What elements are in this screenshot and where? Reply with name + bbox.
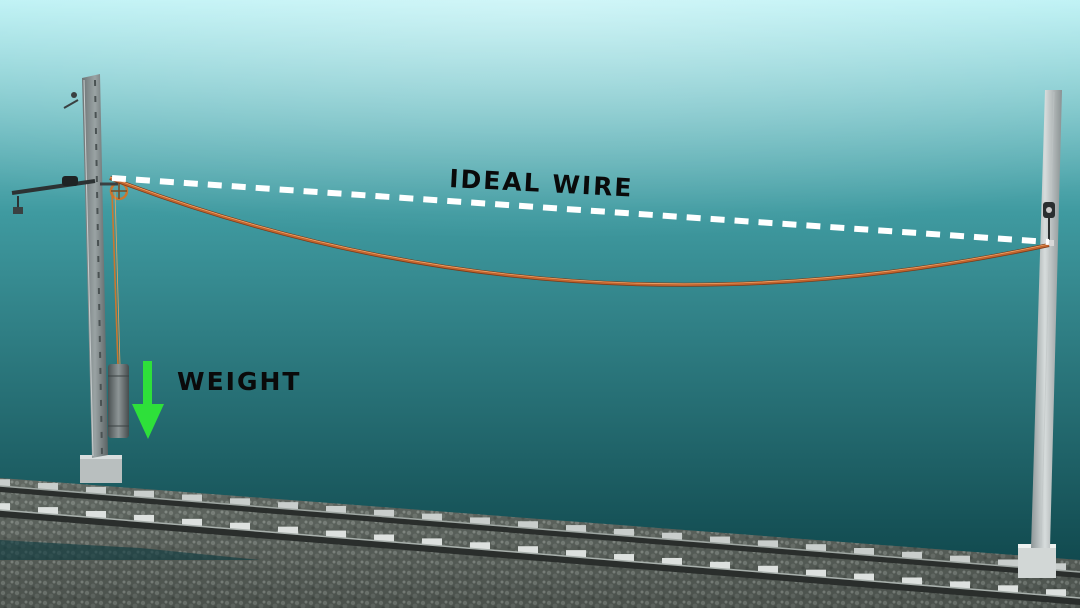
rail-back-highlight [0, 485, 1080, 573]
right-mast [1018, 90, 1062, 578]
sleeper-clip [0, 503, 10, 511]
rail-front [0, 510, 1080, 605]
sleeper-clip [518, 521, 538, 529]
sleeper-clip [662, 557, 682, 565]
sleeper-clip [518, 546, 538, 554]
rail-front-highlight [0, 509, 1080, 599]
sleeper-clip [710, 561, 730, 569]
sleeper-clip [614, 554, 634, 562]
sleeper-clip [950, 581, 970, 589]
sleeper-clip [758, 540, 778, 548]
sleeper-clip [566, 550, 586, 558]
sleeper-clip [950, 555, 970, 563]
sleeper-clip [806, 544, 826, 552]
sleeper-clip [86, 486, 106, 494]
sky-glow [0, 0, 1080, 300]
sleeper-clip [0, 479, 10, 487]
actual-wire [109, 176, 1050, 287]
sleeper-clip [134, 490, 154, 498]
sleeper-clip [374, 509, 394, 517]
sleeper-clip [662, 532, 682, 540]
left-mast [11, 74, 129, 483]
sleeper-clip [38, 483, 58, 491]
weight-rope [111, 191, 119, 366]
left-mast-shaft [82, 74, 108, 458]
sleeper-clip [902, 577, 922, 585]
sleeper-clip [710, 536, 730, 544]
rail-back [0, 486, 1080, 578]
sleeper-clip [278, 526, 298, 534]
ideal-wire-line [111, 175, 1050, 245]
tension-weight [108, 364, 129, 438]
sleeper-clip [326, 530, 346, 538]
sleeper-clip [854, 573, 874, 581]
cantilever-arm [11, 179, 96, 195]
sleeper-clip [182, 518, 202, 526]
sleeper-clip [230, 498, 250, 506]
sleeper-clip [806, 569, 826, 577]
sleeper-clip [278, 502, 298, 510]
sleeper-clip [998, 585, 1018, 593]
sleeper-clip [614, 528, 634, 536]
down-arrow-icon [132, 361, 164, 439]
sleeper-clip [566, 525, 586, 533]
sleeper-clip [374, 534, 394, 542]
ground-shadow [0, 540, 260, 560]
sleeper-clip [38, 507, 58, 515]
sleeper-clip [326, 505, 346, 513]
sleeper-clip [86, 511, 106, 519]
left-mast-foundation [80, 455, 122, 483]
sleeper-clip [854, 548, 874, 556]
sleeper-clip [470, 517, 490, 525]
sleeper-clip [1046, 589, 1066, 597]
sleeper-clip [998, 559, 1018, 567]
sleeper-clip [182, 494, 202, 502]
sleeper-clip [902, 551, 922, 559]
sleeper-clip [470, 542, 490, 550]
sleeper-clip [230, 522, 250, 530]
right-mast-foundation [1018, 544, 1056, 578]
sleeper-clip [134, 514, 154, 522]
weight-label: WEIGHT [177, 367, 302, 396]
actual-wire-highlight [109, 176, 1050, 285]
sleeper-clip [422, 538, 442, 546]
sleeper-clip [758, 565, 778, 573]
sleeper-clip [422, 513, 442, 521]
